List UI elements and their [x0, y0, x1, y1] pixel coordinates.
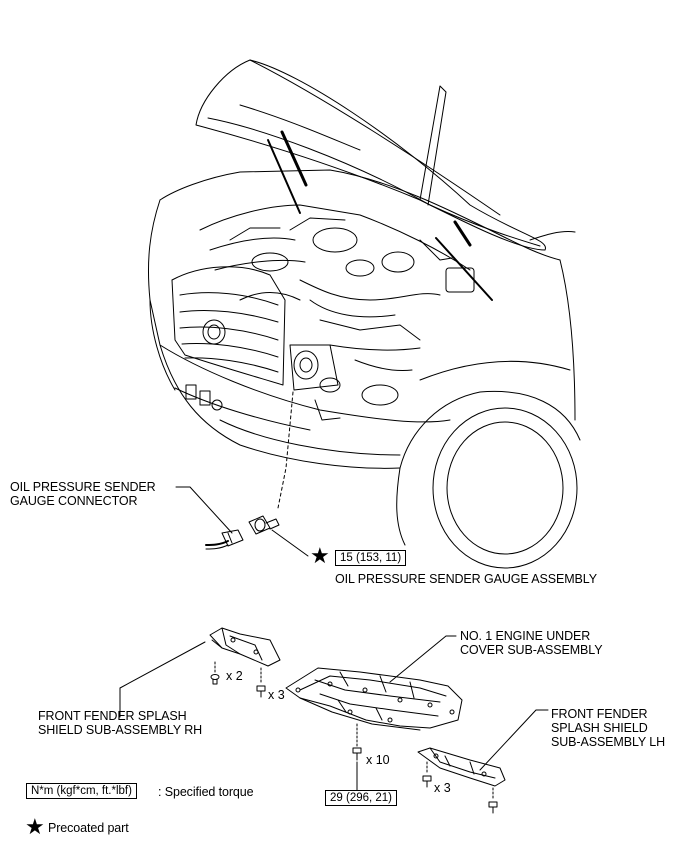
- bolt-cover: [353, 724, 361, 760]
- label-engine-under-cover: NO. 1 ENGINE UNDER COVER SUB-ASSEMBLY: [460, 629, 603, 657]
- oil-pressure-connector-drawing: [206, 530, 243, 549]
- leader-splash-rh: [120, 642, 205, 717]
- torque-oil-sender: 15 (153, 11): [335, 550, 407, 566]
- label-splash-shield-lh: FRONT FENDER SPLASH SHIELD SUB-ASSEMBLY …: [551, 707, 666, 749]
- leader-oil-sender: [272, 530, 308, 556]
- clip-rh: [211, 662, 219, 684]
- legend-torque-desc: : Specified torque: [158, 785, 254, 799]
- legend-torque-unit-box: N*m (kgf*cm, ft.*lbf): [26, 783, 137, 799]
- label-splash-shield-rh: FRONT FENDER SPLASH SHIELD SUB-ASSEMBLY …: [38, 709, 203, 737]
- leader-under-cover: [390, 636, 456, 682]
- qty-cover-bolt: x 10: [366, 753, 390, 767]
- legend-precoated-desc: Precoated part: [48, 821, 129, 835]
- bolt-rh: [257, 668, 265, 697]
- splash-shield-lh-drawing: [418, 748, 505, 786]
- bolt-lh-2: [489, 788, 497, 813]
- qty-rh-bolt: x 3: [268, 688, 285, 702]
- precoat-star-icon: ★: [310, 543, 330, 568]
- leader-oil-connector: [176, 487, 232, 533]
- legend-star-icon: ★: [25, 814, 45, 839]
- oil-pressure-sender-drawing: [249, 516, 279, 534]
- leader-splash-lh: [480, 710, 548, 770]
- qty-rh-clip: x 2: [226, 669, 243, 683]
- qty-lh-bolt: x 3: [434, 781, 451, 795]
- torque-under-cover: 29 (296, 21): [325, 790, 398, 806]
- splash-shield-rh-drawing: [210, 628, 280, 666]
- label-oil-sender-assembly: OIL PRESSURE SENDER GAUGE ASSEMBLY: [335, 572, 597, 586]
- engine-under-cover-drawing: [286, 668, 462, 730]
- bolt-lh-1: [423, 762, 431, 787]
- label-oil-connector: OIL PRESSURE SENDER GAUGE CONNECTOR: [10, 480, 156, 508]
- vehicle-illustration: [148, 60, 580, 568]
